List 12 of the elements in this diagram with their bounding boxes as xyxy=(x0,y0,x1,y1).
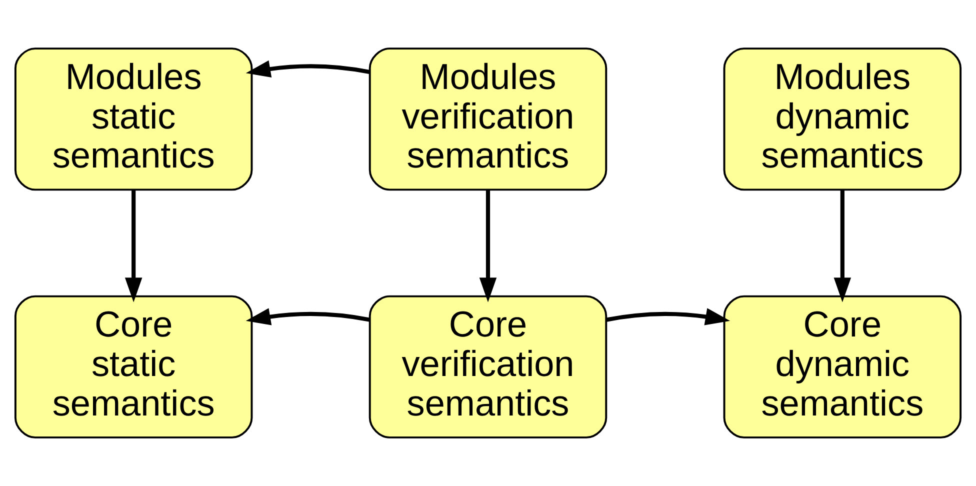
node-box: Core verification semantics xyxy=(368,295,608,438)
arrow xyxy=(124,190,142,302)
arrow xyxy=(246,60,370,78)
node-box: Core static semantics xyxy=(14,295,253,438)
node-box: Modules dynamic semantics xyxy=(723,48,962,191)
arrow xyxy=(246,308,370,326)
arrow xyxy=(834,190,852,302)
node-box: Modules verification semantics xyxy=(368,48,608,191)
node-box: Modules static semantics xyxy=(14,48,253,191)
arrow xyxy=(479,190,497,302)
node-box: Core dynamic semantics xyxy=(723,295,962,438)
arrow xyxy=(606,308,730,326)
